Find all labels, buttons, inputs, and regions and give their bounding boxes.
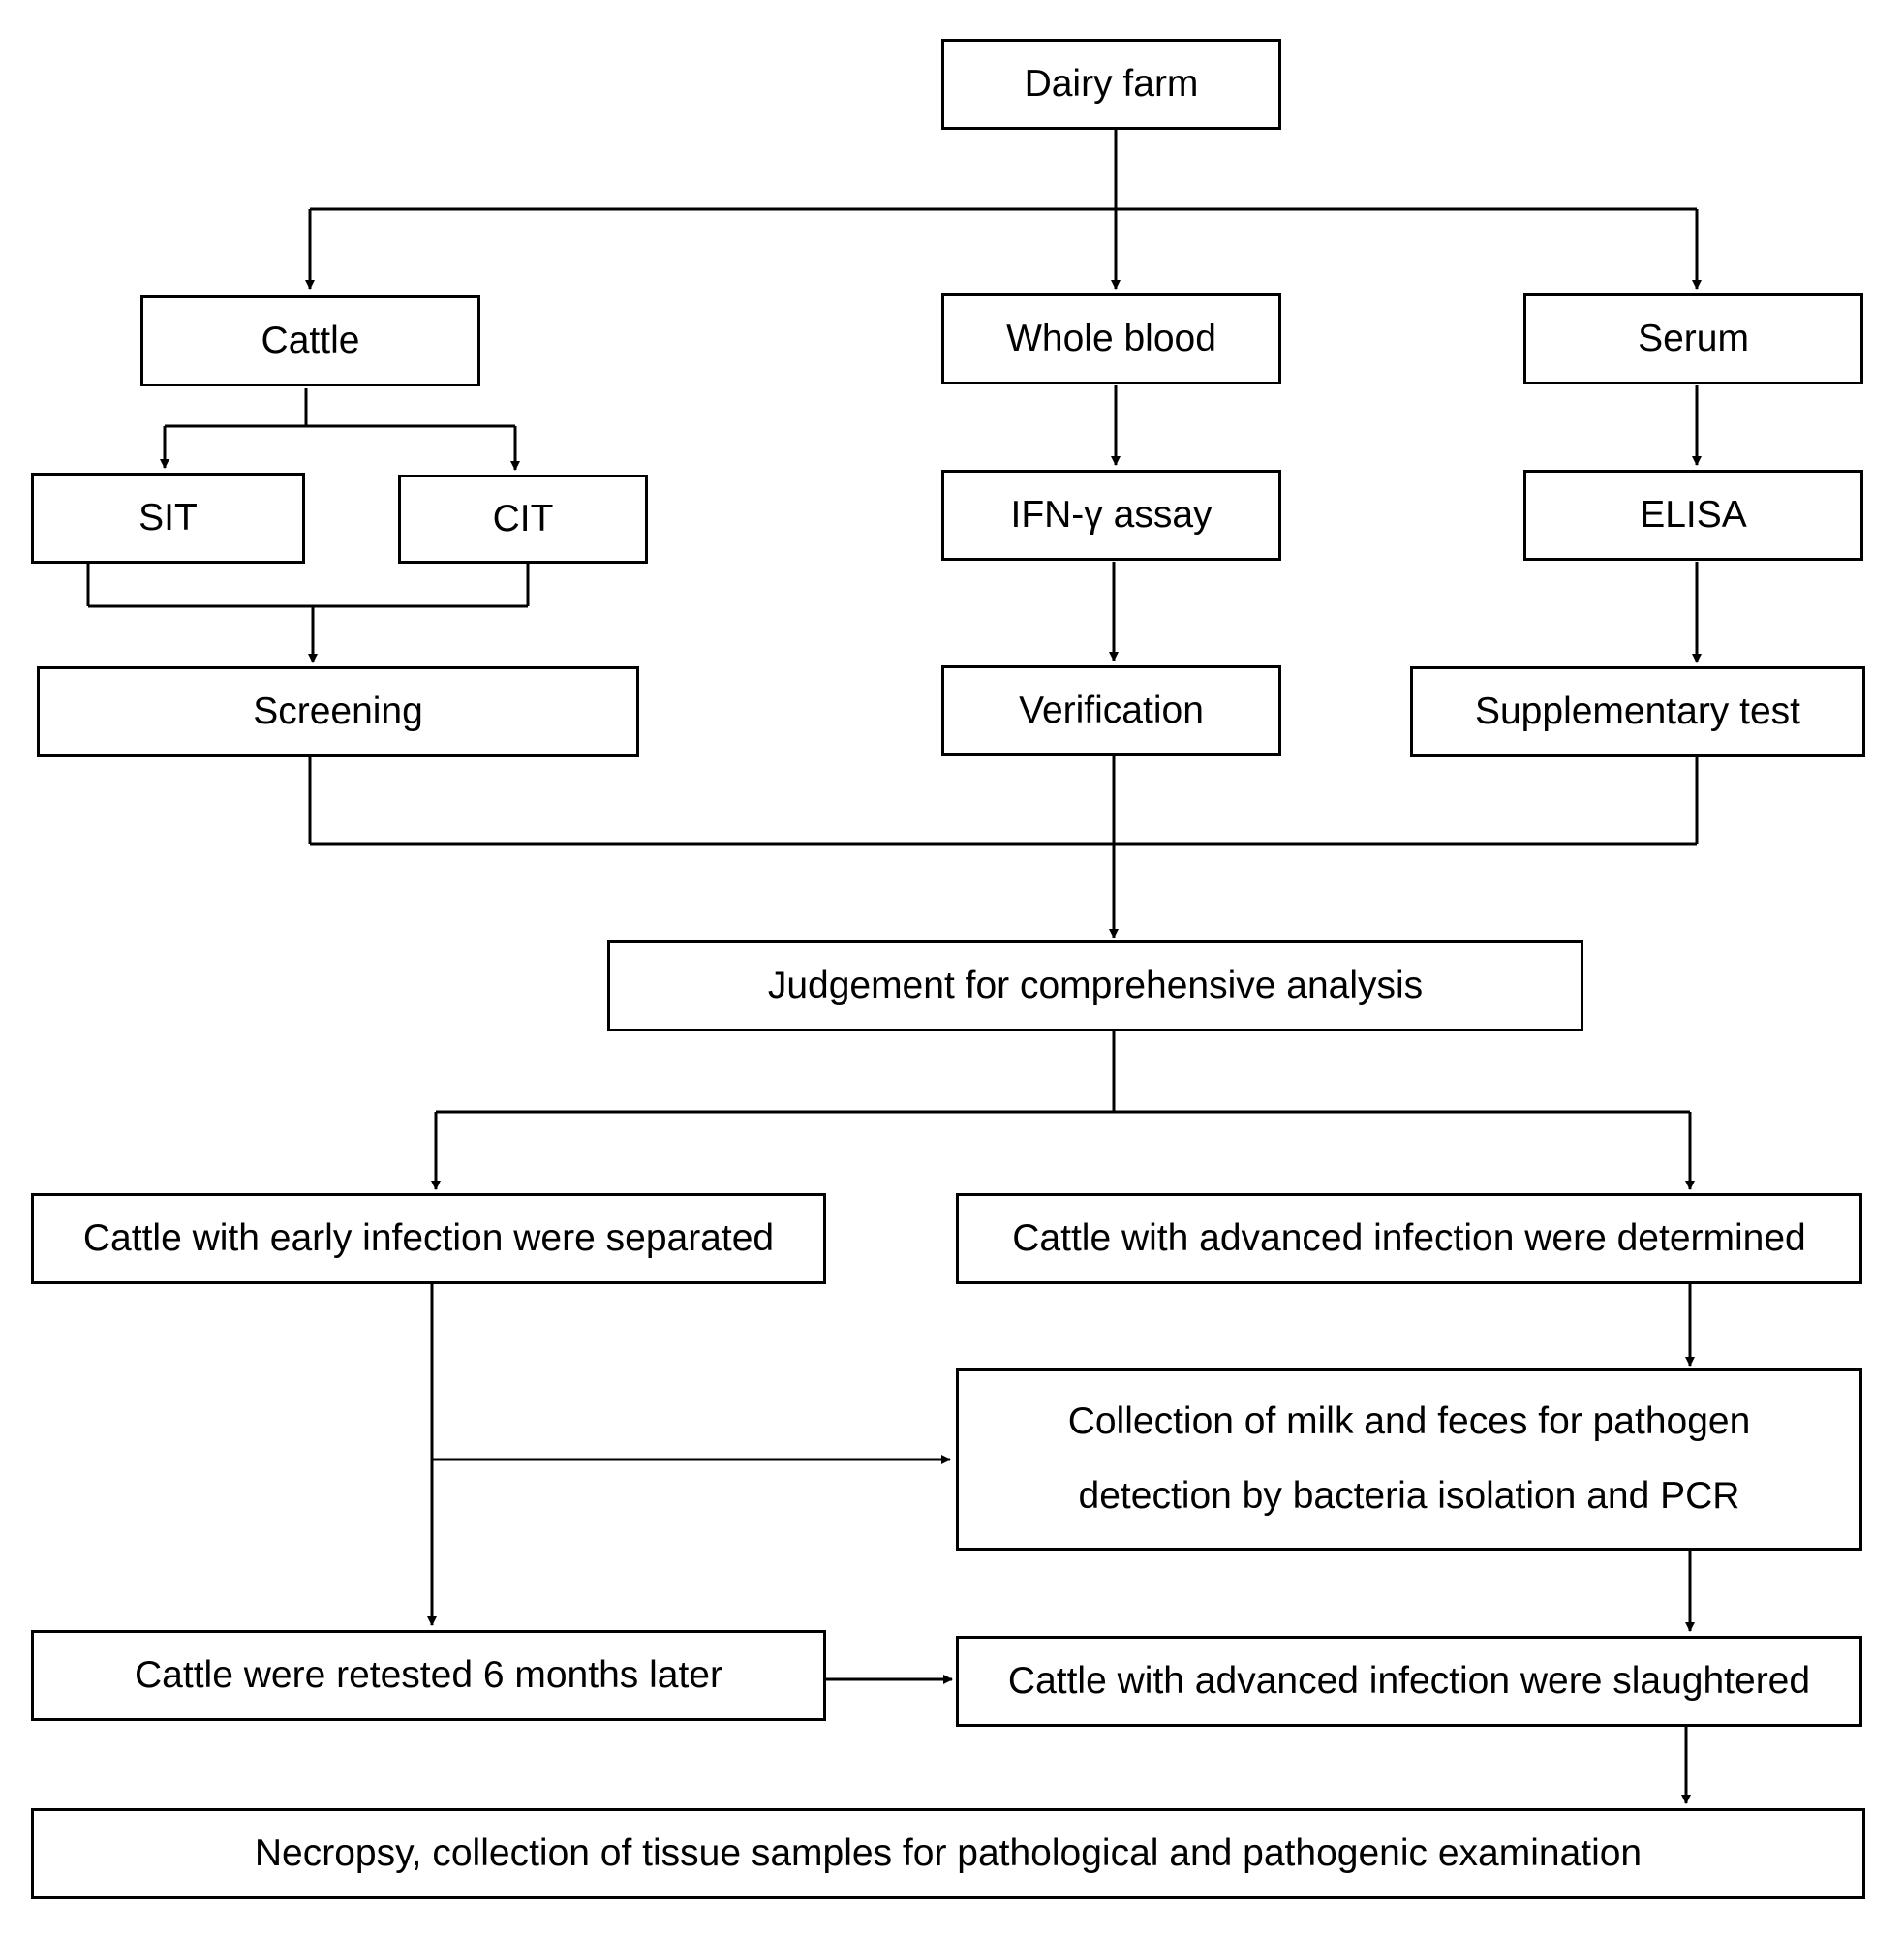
node-ifn-assay: IFN-γ assay <box>941 470 1281 561</box>
node-label: Cattle with advanced infection were slau… <box>1007 1659 1811 1702</box>
node-label: Verification <box>1019 689 1204 731</box>
node-label: Cattle with early infection were separat… <box>82 1216 775 1259</box>
node-label: CIT <box>492 497 554 539</box>
node-label: Cattle <box>261 319 360 361</box>
node-cattle: Cattle <box>140 295 480 386</box>
node-label: ELISA <box>1640 493 1747 536</box>
node-label: Whole blood <box>1006 317 1216 359</box>
node-label: IFN-γ assay <box>1010 493 1213 536</box>
node-label: Serum <box>1638 317 1749 359</box>
node-judgement: Judgement for comprehensive analysis <box>607 940 1583 1031</box>
node-sit: SIT <box>31 473 305 564</box>
node-label: Screening <box>253 690 423 732</box>
node-label-line-2: detection by bacteria isolation and PCR <box>1078 1474 1740 1517</box>
node-screening: Screening <box>37 666 639 757</box>
node-advanced-infection: Cattle with advanced infection were dete… <box>956 1193 1862 1284</box>
node-label: Necropsy, collection of tissue samples f… <box>254 1831 1643 1874</box>
node-label: Cattle were retested 6 months later <box>135 1653 722 1696</box>
node-retested: Cattle were retested 6 months later <box>31 1630 826 1721</box>
node-collection: Collection of milk and feces for pathoge… <box>956 1368 1862 1551</box>
node-slaughtered: Cattle with advanced infection were slau… <box>956 1636 1862 1727</box>
node-serum: Serum <box>1523 293 1863 384</box>
node-elisa: ELISA <box>1523 470 1863 561</box>
node-label: Supplementary test <box>1474 690 1800 732</box>
node-whole-blood: Whole blood <box>941 293 1281 384</box>
node-label: Cattle with advanced infection were dete… <box>1012 1216 1806 1259</box>
node-necropsy: Necropsy, collection of tissue samples f… <box>31 1808 1865 1899</box>
node-early-infection: Cattle with early infection were separat… <box>31 1193 826 1284</box>
node-label: SIT <box>138 496 198 538</box>
node-label: Dairy farm <box>1024 62 1199 105</box>
node-label: Judgement for comprehensive analysis <box>767 964 1424 1006</box>
node-dairy-farm: Dairy farm <box>941 39 1281 130</box>
node-label-line-1: Collection of milk and feces for pathoge… <box>1067 1400 1751 1443</box>
node-cit: CIT <box>398 475 648 564</box>
node-verification: Verification <box>941 665 1281 756</box>
node-supplementary-test: Supplementary test <box>1410 666 1865 757</box>
